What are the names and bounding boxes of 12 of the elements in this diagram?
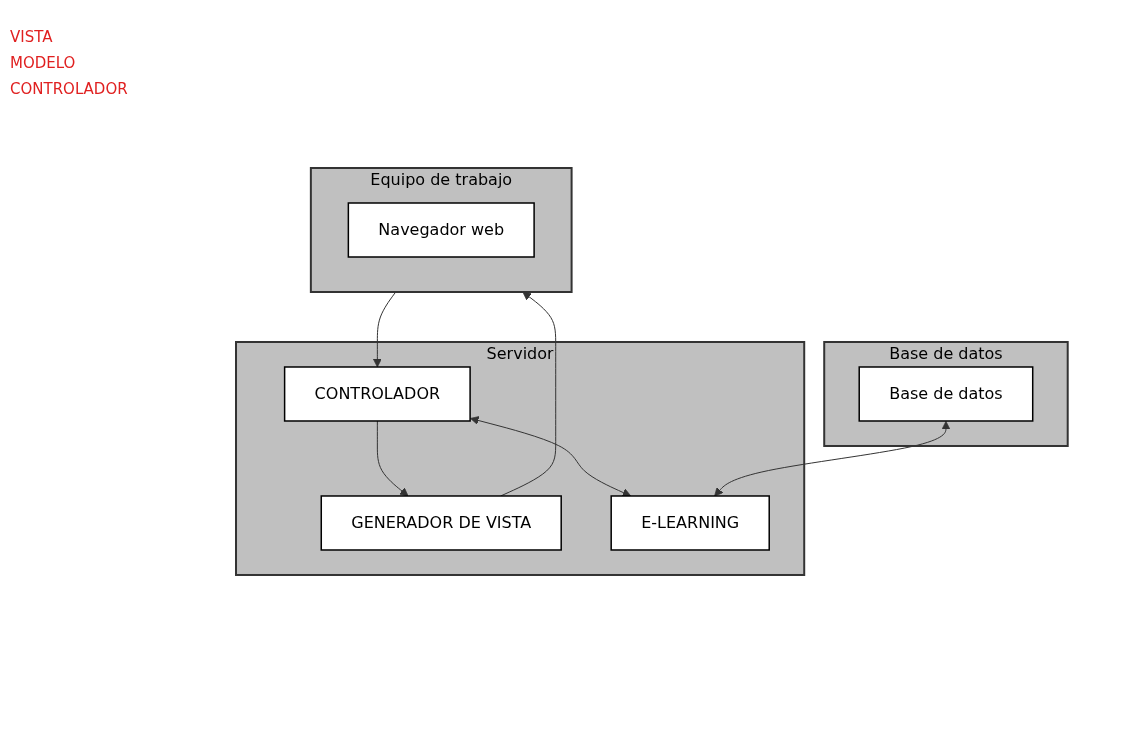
node-box: CONTROLADOR (284, 365, 471, 422)
arrow (373, 291, 397, 367)
node-box: GENERADOR DE VISTA (320, 494, 563, 551)
node-box: Base de datos (858, 365, 1034, 422)
arrow (714, 420, 951, 496)
node-box: E-LEARNING (610, 494, 771, 551)
node-box: Navegador web (347, 201, 535, 258)
arrow (470, 415, 632, 497)
group-label: CONTROLADOR (10, 80, 129, 98)
group-label: MODELO (10, 54, 77, 72)
arrow (377, 420, 409, 496)
group-label: VISTA (10, 28, 54, 46)
